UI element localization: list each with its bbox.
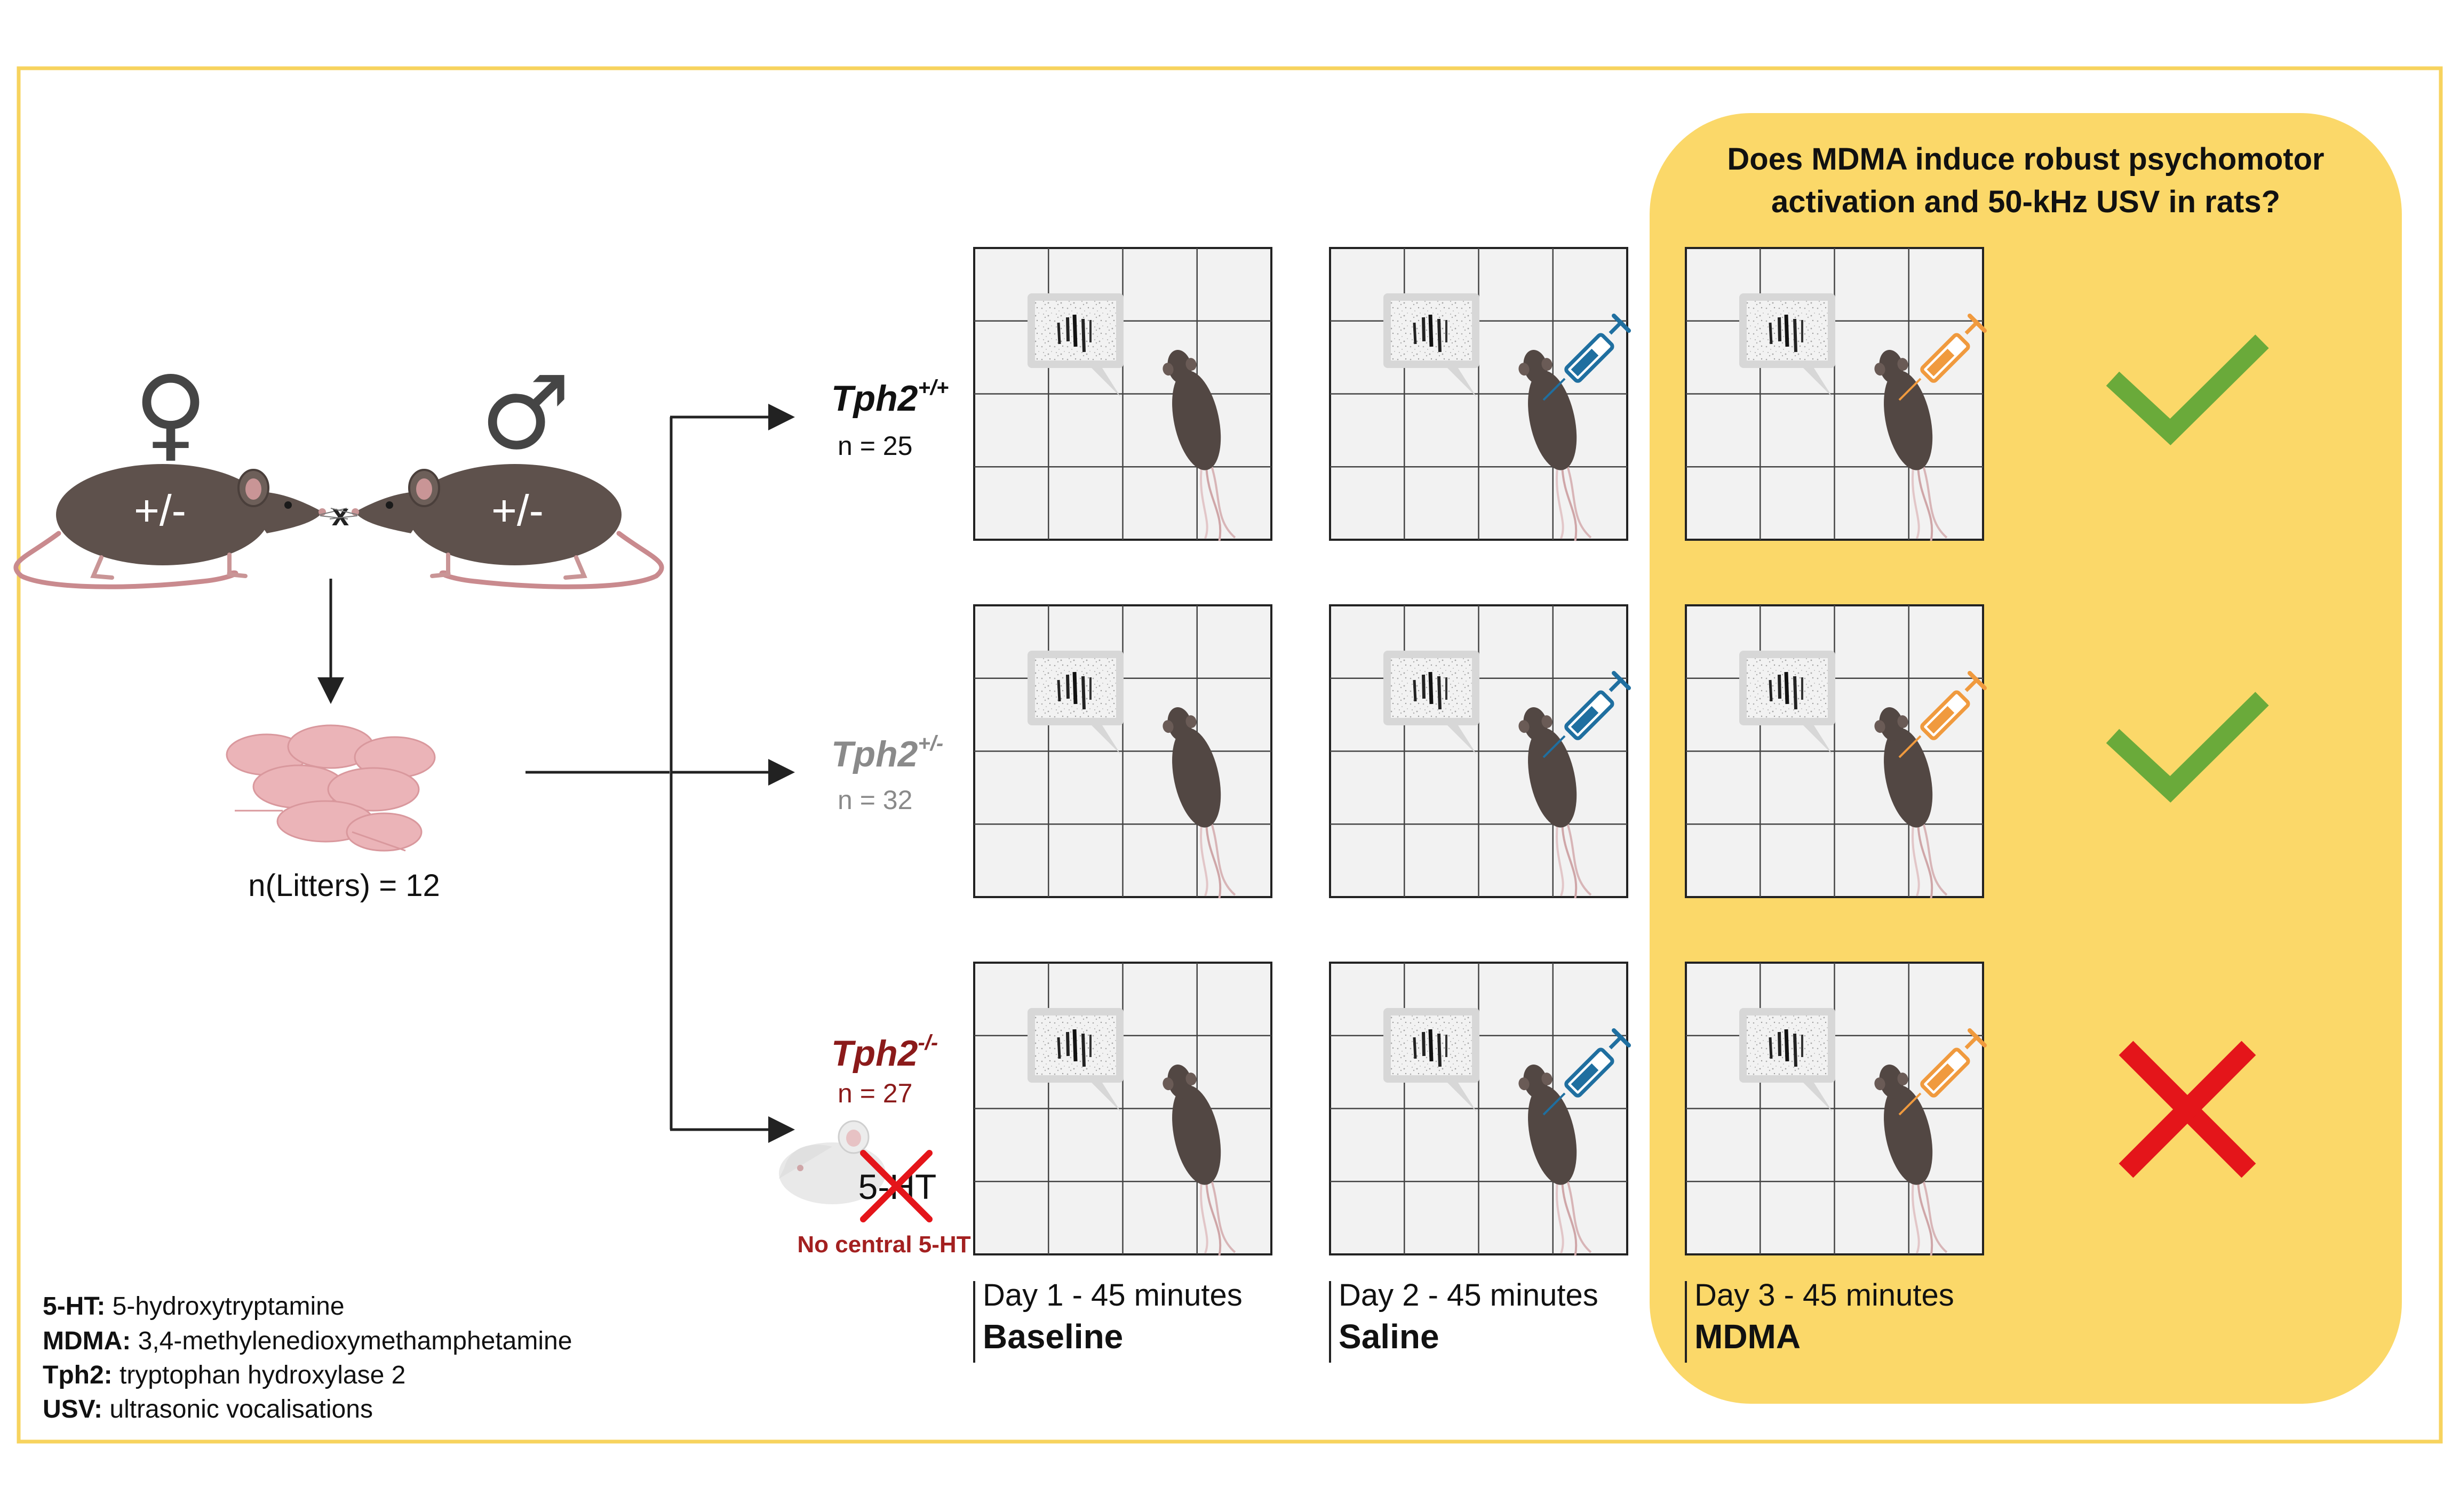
female-symbol-icon: ♀ <box>133 354 208 472</box>
arena-wildtype-day-1 <box>973 247 1272 546</box>
day-3-time-label: Day 3 - 45 minutes <box>1694 1278 1954 1313</box>
female-parent-rat: +/- <box>16 464 348 587</box>
arena-heterozygous-day-2 <box>1329 604 1629 903</box>
day-label-2: Day 2 - 45 minutes Saline <box>1329 1278 1598 1363</box>
arena-wildtype-day-3 <box>1685 247 1985 546</box>
male-genotype-label: +/- <box>491 486 544 535</box>
arena-knockout-day-2 <box>1329 962 1629 1261</box>
male-symbol-icon: ♂ <box>480 354 571 472</box>
arena-knockout-day-1 <box>973 962 1272 1261</box>
day-label-1: Day 1 - 45 minutes Baseline <box>973 1278 1243 1363</box>
group-n-heterozygous: n = 32 <box>838 785 912 815</box>
group-label-wildtype: Tph2+/+ <box>831 376 949 419</box>
day-1-condition-label: Baseline <box>983 1317 1123 1356</box>
no-central-5ht-caption: No central 5-HT <box>797 1231 970 1258</box>
litters-count-label: n(Litters) = 12 <box>248 868 440 903</box>
legend-item-mdma: MDMA: 3,4-methylenedioxymethamphetamine <box>43 1327 572 1355</box>
day-1-time-label: Day 1 - 45 minutes <box>983 1278 1243 1313</box>
legend-item-5ht: 5-HT: 5-hydroxytryptamine <box>43 1292 345 1321</box>
group-n-knockout: n = 27 <box>838 1078 912 1108</box>
arena-heterozygous-day-1 <box>973 604 1272 903</box>
question-line-2: activation and 50-kHz USV in rats? <box>1771 185 2280 219</box>
abbreviation-legend: 5-HT: 5-hydroxytryptamine MDMA: 3,4-meth… <box>43 1292 572 1423</box>
cross-symbol: x <box>332 498 349 532</box>
day-2-time-label: Day 2 - 45 minutes <box>1339 1278 1598 1313</box>
group-n-wildtype: n = 25 <box>838 431 912 461</box>
arena-grid <box>973 247 1985 1261</box>
outcome-check-icon-wildtype <box>2106 334 2269 445</box>
arena-wildtype-day-2 <box>1329 247 1629 546</box>
outcome-cross-icon-knockout <box>2119 1041 2256 1178</box>
no-serotonin-cross-icon <box>860 1150 933 1222</box>
day-label-3: Day 3 - 45 minutes MDMA <box>1685 1278 1954 1363</box>
group-label-heterozygous: Tph2+/- <box>831 732 943 774</box>
outer-frame <box>17 66 2443 1444</box>
day-2-condition-label: Saline <box>1339 1317 1439 1356</box>
arena-knockout-day-3 <box>1685 962 1985 1261</box>
outcome-check-icon-heterozygous <box>2106 692 2269 803</box>
question-line-1: Does MDMA induce robust psychomotor <box>1727 142 2324 177</box>
legend-item-usv: USV: ultrasonic vocalisations <box>43 1395 373 1423</box>
legend-item-tph2: Tph2: tryptophan hydroxylase 2 <box>43 1361 405 1389</box>
knockout-rat-head-icon <box>779 1120 886 1204</box>
day-3-condition-label: MDMA <box>1694 1317 1801 1356</box>
arena-heterozygous-day-3 <box>1685 604 1985 903</box>
pups-litter-icon <box>226 724 436 852</box>
female-genotype-label: +/- <box>134 486 186 535</box>
group-label-knockout: Tph2-/- <box>831 1031 938 1074</box>
